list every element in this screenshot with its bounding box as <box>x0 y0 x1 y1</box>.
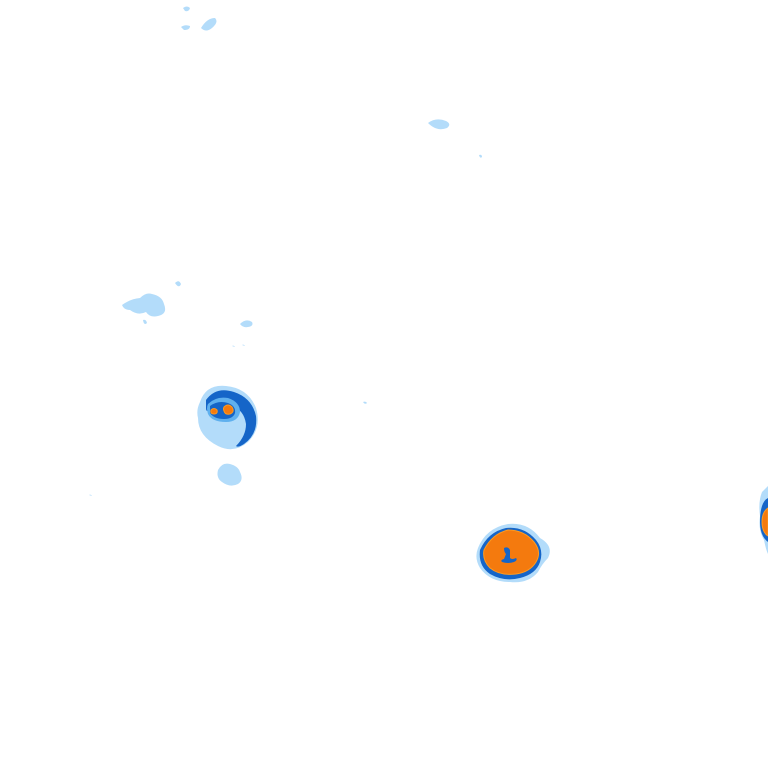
patch-north-west <box>181 6 217 31</box>
patch-north-center <box>428 119 482 158</box>
patch-west <box>122 281 181 324</box>
cell-southeast <box>476 523 550 583</box>
cell-west-core-a <box>210 408 218 415</box>
cell-west-core-b <box>223 404 234 415</box>
cell-east-edge <box>759 486 768 554</box>
cell-southeast-core <box>483 529 540 575</box>
cell-west <box>197 385 258 450</box>
cell-southeast-notch <box>501 547 517 563</box>
light-echo-group <box>89 6 482 496</box>
patch-trail <box>217 463 242 486</box>
cell-east-edge-core <box>761 507 768 537</box>
